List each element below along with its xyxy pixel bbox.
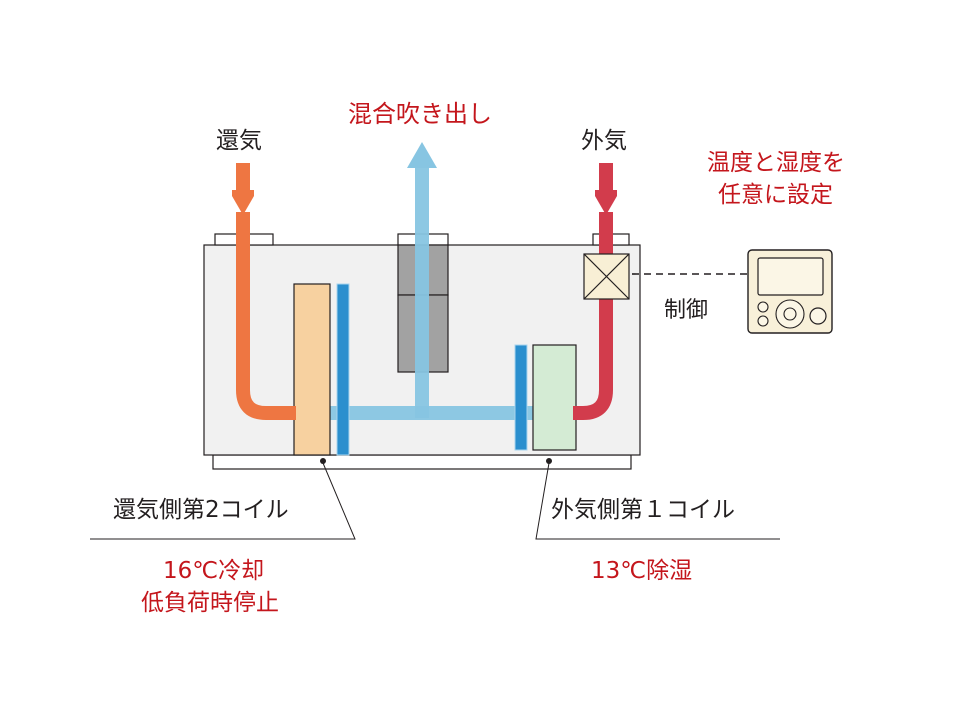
return-air-arrowhead xyxy=(232,190,254,215)
setting-label-line2: 任意に設定 xyxy=(718,182,833,208)
return-coil-label: 還気側第2コイル xyxy=(113,497,289,523)
outdoor-air-path xyxy=(573,212,613,420)
return-coil-leader xyxy=(90,462,356,540)
remote-controller-icon xyxy=(747,249,833,334)
outdoor-coil-state: 13℃除湿 xyxy=(591,558,693,584)
unit-base xyxy=(212,454,632,470)
return-coil-state-line2: 低負荷時停止 xyxy=(141,590,279,616)
control-label: 制御 xyxy=(664,298,709,323)
outdoor-air-inlet xyxy=(599,163,613,193)
return-coil xyxy=(293,283,331,456)
outdoor-coil xyxy=(532,344,577,451)
outdoor-coil-leader xyxy=(535,462,780,540)
return-coil-tube xyxy=(336,283,350,456)
outdoor-coil-tube xyxy=(514,344,528,451)
mixed-supply-label: 混合吹き出し xyxy=(348,100,492,128)
outdoor-air-label: 外気 xyxy=(581,128,627,154)
return-coil-leader-dot xyxy=(320,458,326,464)
return-air-label: 還気 xyxy=(216,128,262,154)
outdoor-coil-label: 外気側第１コイル xyxy=(551,497,735,523)
mixed-air-duct xyxy=(308,406,558,420)
mixed-air-arrowhead xyxy=(407,142,437,168)
damper-icon xyxy=(583,253,630,300)
outdoor-air-arrowhead xyxy=(595,190,617,215)
mixed-air-riser xyxy=(415,168,429,418)
return-coil-state-line1: 16℃冷却 xyxy=(163,558,265,584)
outdoor-coil-leader-dot xyxy=(546,458,552,464)
return-air-inlet xyxy=(236,163,250,193)
setting-label-line1: 温度と湿度を xyxy=(707,150,845,176)
return-air-path xyxy=(236,212,296,420)
